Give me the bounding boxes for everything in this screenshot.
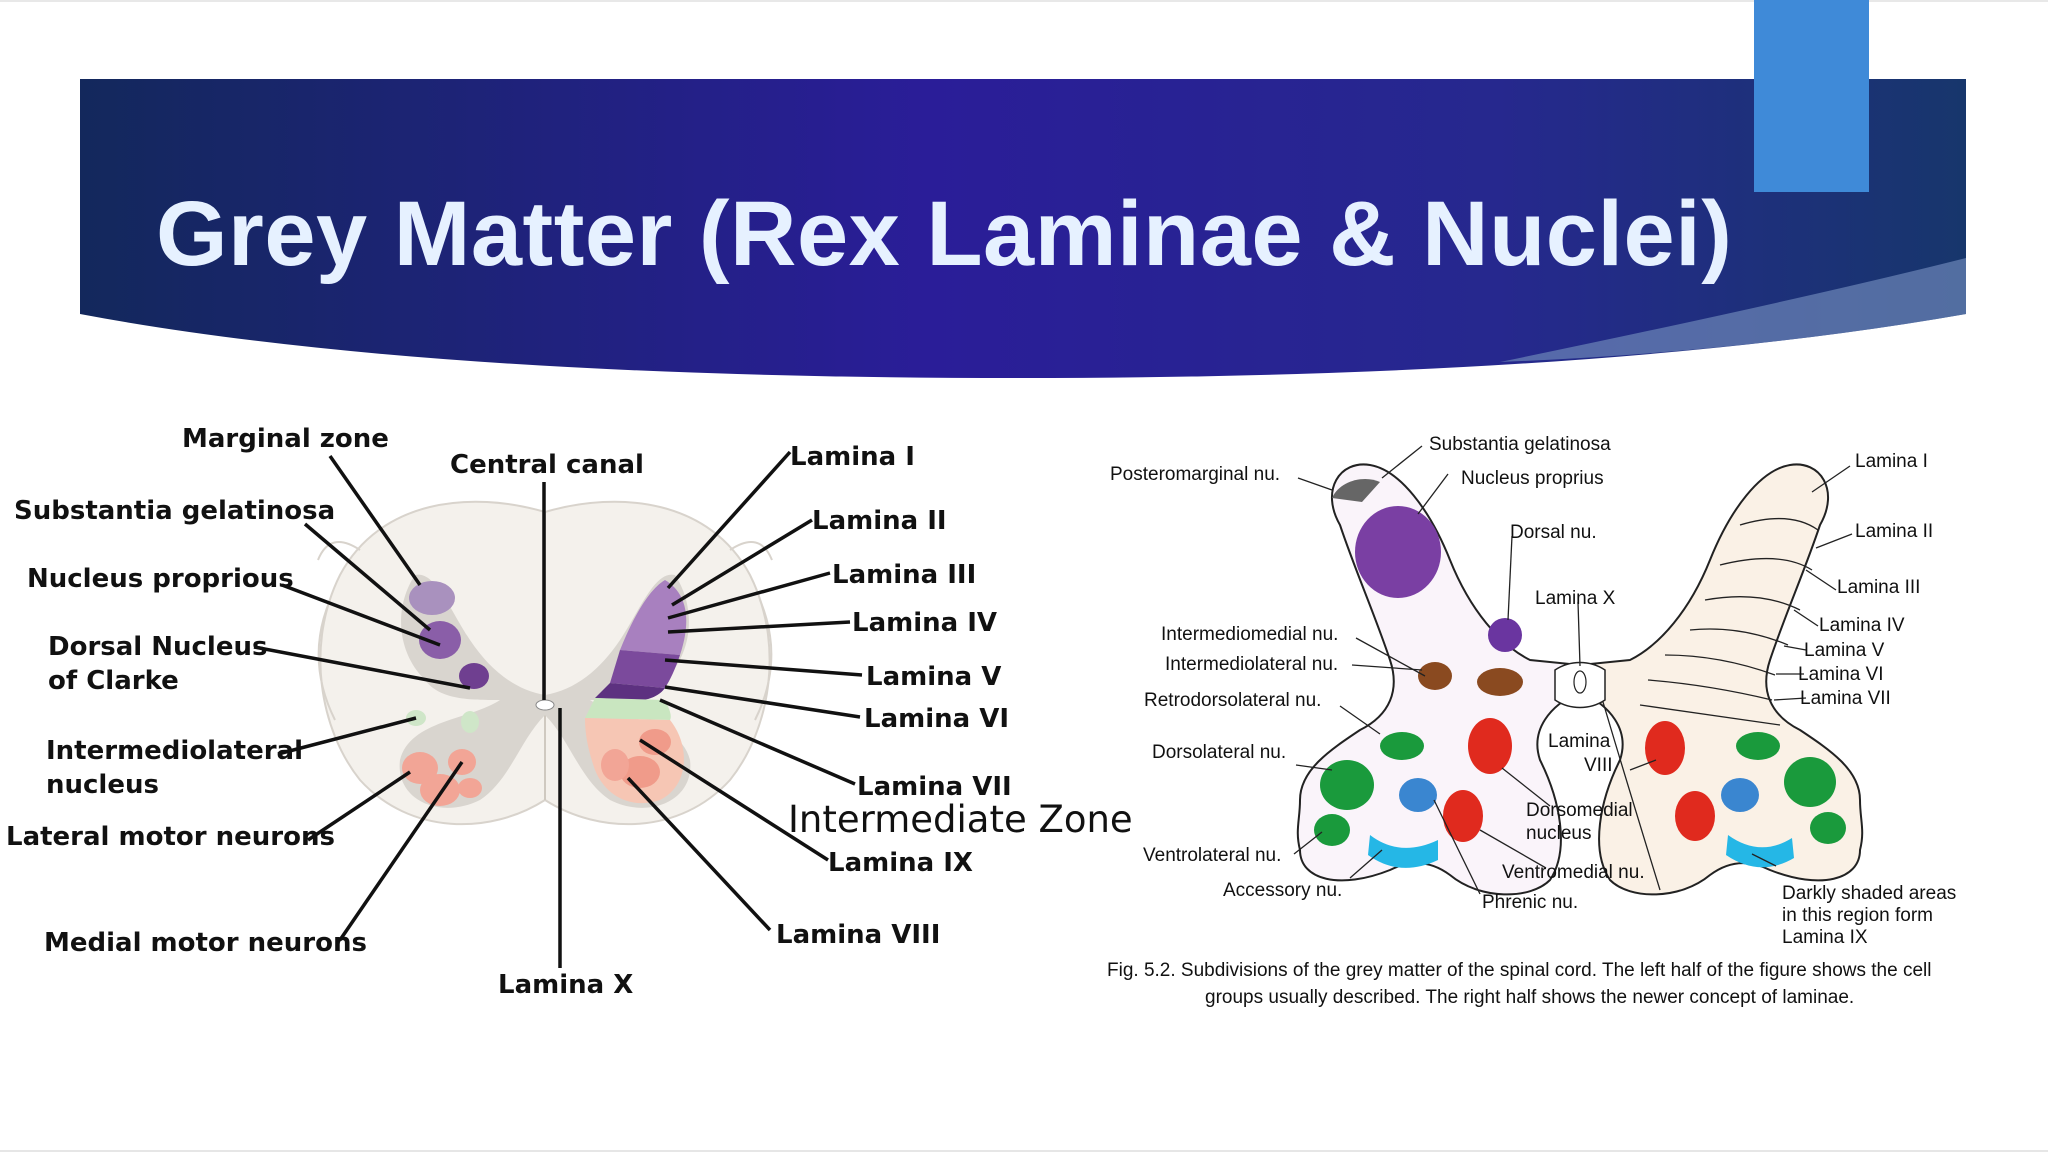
rlabel-lamina-vi: Lamina VI [1798, 664, 1884, 685]
rlabel-ventrolateral: Ventrolateral nu. [1143, 845, 1282, 866]
figure-caption-line2: groups usually described. The right half… [1205, 987, 1855, 1008]
rlabel-substantia-gelatinosa: Substantia gelatinosa [1429, 434, 1611, 455]
rlabel-lamina-viii-1: Lamina [1548, 731, 1611, 752]
title-banner [0, 0, 2048, 378]
rlabel-lamina-iv: Lamina IV [1819, 615, 1905, 636]
label-lamina-vi: Lamina VI [864, 704, 1010, 734]
label-intermediolateral: Intermediolateral [46, 736, 303, 766]
rlabel-dorsomedial: Dorsomedial [1526, 800, 1633, 821]
label-lamina-vii: Lamina VII [857, 772, 1012, 802]
rlabel-posteromarginal: Posteromarginal nu. [1110, 464, 1281, 485]
label-central-canal: Central canal [450, 450, 644, 480]
label-dorsal-nucleus: Dorsal Nucleus [48, 632, 268, 662]
intermediate-zone-text: Intermediate Zone [788, 798, 1133, 841]
rlabel-accessory: Accessory nu. [1223, 880, 1343, 901]
label-lamina-i: Lamina I [790, 442, 915, 472]
label-lamina-viii: Lamina VIII [776, 920, 941, 950]
label-lamina-iv: Lamina IV [852, 608, 998, 638]
rlabel-dorsolateral: Dorsolateral nu. [1152, 742, 1287, 763]
rlabel-darkly-shaded-2: in this region form [1782, 905, 1934, 926]
label-nucleus-proprious: Nucleus proprious [27, 564, 294, 594]
rlabel-darkly-shaded-1: Darkly shaded areas [1782, 883, 1957, 904]
rlabel-intermediolateral: Intermediolateral nu. [1165, 654, 1339, 675]
spinal-cord-cross-section [253, 450, 863, 968]
rlabel-lamina-iii: Lamina III [1837, 577, 1921, 598]
rlabel-lamina-x: Lamina X [1535, 588, 1616, 609]
label-lamina-x: Lamina X [498, 970, 634, 1000]
rlabel-lamina-viii-2: VIII [1584, 755, 1613, 776]
label-lamina-iii: Lamina III [832, 560, 977, 590]
rlabel-intermediomedial: Intermediomedial nu. [1161, 624, 1339, 645]
label-of-clarke: of Clarke [48, 666, 179, 696]
label-substantia-gelatinosa: Substantia gelatinosa [14, 496, 336, 526]
accent-block [1754, 0, 1869, 192]
rlabel-lamina-ii: Lamina II [1855, 521, 1934, 542]
label-marginal-zone: Marginal zone [182, 424, 389, 454]
bottom-rule [0, 1150, 2048, 1152]
slide-title: Grey Matter (Rex Laminae & Nuclei) [156, 183, 1733, 285]
rlabel-ventromedial: Ventromedial nu. [1502, 862, 1645, 883]
rlabel-lamina-vii: Lamina VII [1800, 688, 1891, 709]
rlabel-lamina-v: Lamina V [1804, 640, 1885, 661]
rlabel-retrodorsolateral: Retrodorsolateral nu. [1144, 690, 1322, 711]
rlabel-lamina-i: Lamina I [1855, 451, 1928, 472]
rlabel-nucleus-proprius: Nucleus proprius [1461, 468, 1604, 489]
rlabel-dorsomedial-nucleus: nucleus [1526, 823, 1592, 844]
laminae-nuclei-figure [1293, 445, 1864, 896]
rlabel-phrenic: Phrenic nu. [1482, 892, 1579, 913]
label-lateral-motor-neurons: Lateral motor neurons [6, 822, 335, 852]
label-medial-motor-neurons: Medial motor neurons [44, 928, 367, 958]
label-nucleus: nucleus [46, 770, 159, 800]
rlabel-darkly-shaded-3: Lamina IX [1782, 927, 1868, 948]
figure-caption-line1: Fig. 5.2. Subdivisions of the grey matte… [1107, 960, 1932, 981]
label-lamina-ii: Lamina II [812, 506, 947, 536]
label-lamina-v: Lamina V [866, 662, 1002, 692]
rlabel-dorsal-nu: Dorsal nu. [1510, 522, 1597, 543]
label-lamina-ix: Lamina IX [828, 848, 973, 878]
